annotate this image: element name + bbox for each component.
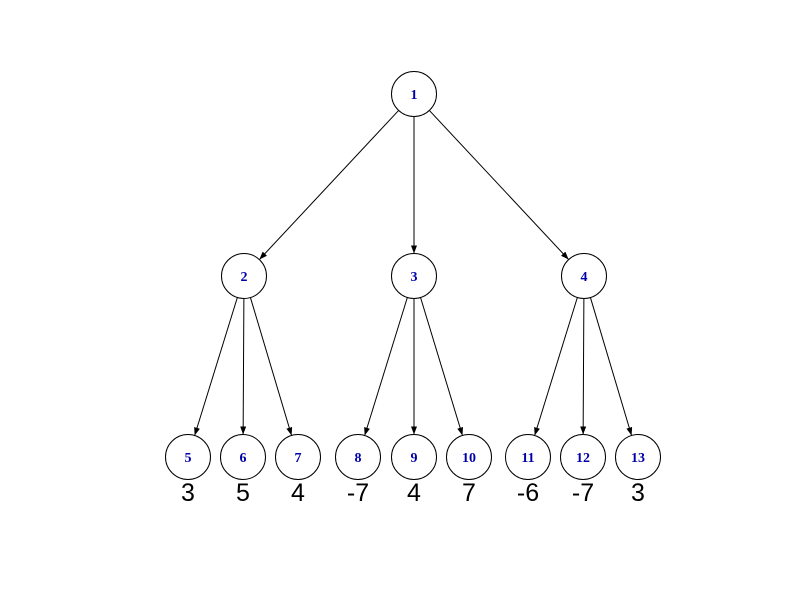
leaf-value-10: 7 [462,479,476,507]
tree-node-4: 4 [561,253,607,299]
tree-node-label-1: 1 [411,88,418,103]
tree-node-10: 10 [446,434,492,480]
tree-node-label-4: 4 [581,270,588,285]
tree-node-3: 3 [391,253,437,299]
tree-node-7: 7 [275,434,321,480]
tree-node-label-10: 10 [462,451,476,466]
tree-node-circle-12 [560,434,606,480]
tree-node-circle-2 [221,253,267,299]
tree-node-11: 11 [505,434,551,480]
tree-edge-3-10 [420,297,463,436]
tree-node-circle-8 [335,434,381,480]
tree-node-circle-9 [391,434,437,480]
tree-node-1: 1 [391,71,437,117]
tree-node-5: 5 [165,434,211,480]
tree-node-circle-11 [505,434,551,480]
tree-node-label-11: 11 [521,451,534,466]
leaf-value-8: -7 [347,479,369,507]
tree-node-label-7: 7 [295,451,302,466]
tree-node-label-13: 13 [631,451,645,466]
tree-node-6: 6 [220,434,266,480]
tree-edge-3-8 [364,297,408,436]
tree-node-circle-3 [391,253,437,299]
leaf-value-7: 4 [291,479,305,507]
tree-node-13: 13 [615,434,661,480]
tree-node-label-3: 3 [411,270,418,285]
tree-node-label-9: 9 [411,451,418,466]
tree-node-12: 12 [560,434,606,480]
tree-node-label-12: 12 [576,451,590,466]
tree-node-circle-6 [220,434,266,480]
leaf-value-5: 3 [181,479,195,507]
tree-node-9: 9 [391,434,437,480]
leaf-values-layer: 3 5 4 -7 4 7 -6 -7 3 [181,479,645,507]
tree-node-label-5: 5 [185,451,192,466]
tree-node-2: 2 [221,253,267,299]
edges-layer [194,110,633,436]
tree-edge-2-5 [194,297,238,436]
tree-edge-2-6 [240,298,247,435]
tree-edge-1-2 [259,110,400,260]
leaf-value-9: 4 [407,479,421,507]
leaf-value-13: 3 [631,479,645,507]
tree-node-circle-10 [446,434,492,480]
tree-node-label-8: 8 [355,451,362,466]
tree-node-circle-5 [165,434,211,480]
tree-node-8: 8 [335,434,381,480]
tree-node-circle-13 [615,434,661,480]
leaf-value-11: -6 [517,479,539,507]
tree-node-circle-4 [561,253,607,299]
tree-edge-4-12 [580,298,587,435]
tree-edge-4-13 [589,297,633,436]
tree-node-label-6: 6 [240,451,247,466]
tree-node-circle-1 [391,71,437,117]
leaf-value-12: -7 [572,479,594,507]
tree-edge-4-11 [534,297,578,436]
tree-edge-1-4 [428,110,569,260]
tree-edge-2-7 [249,297,293,436]
tree-node-label-2: 2 [241,270,248,285]
leaf-value-6: 5 [236,479,250,507]
tree-node-circle-7 [275,434,321,480]
